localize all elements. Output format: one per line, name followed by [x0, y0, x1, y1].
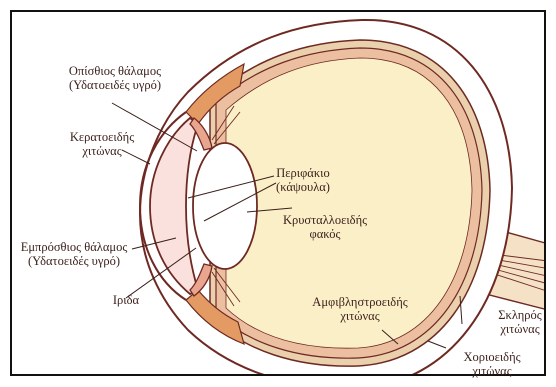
retina-label: Αμφιβληστροειδής χιτώνας — [300, 295, 420, 323]
iris-label: Ιριδα — [106, 293, 146, 307]
anterior-chamber-label: Εμπρόσθιος θάλαμος (Υδατοειδές υγρό) — [12, 240, 136, 268]
posterior-chamber-label: Οπίσθιος θάλαμος (Υδατοειδές υγρό) — [50, 64, 180, 92]
cornea-label: Κερατοειδής χιτώνας — [57, 130, 147, 158]
capsule-label: Περιφάκιο (κάψουλα) — [268, 166, 338, 194]
choroid-label: Χοριοειδής χιτώνας — [452, 350, 532, 378]
sclera-label: Σκληρός χιτώνας — [488, 308, 552, 336]
lens-label: Κρυσταλλοειδής φακός — [270, 213, 380, 241]
crystalline-lens — [193, 143, 257, 269]
